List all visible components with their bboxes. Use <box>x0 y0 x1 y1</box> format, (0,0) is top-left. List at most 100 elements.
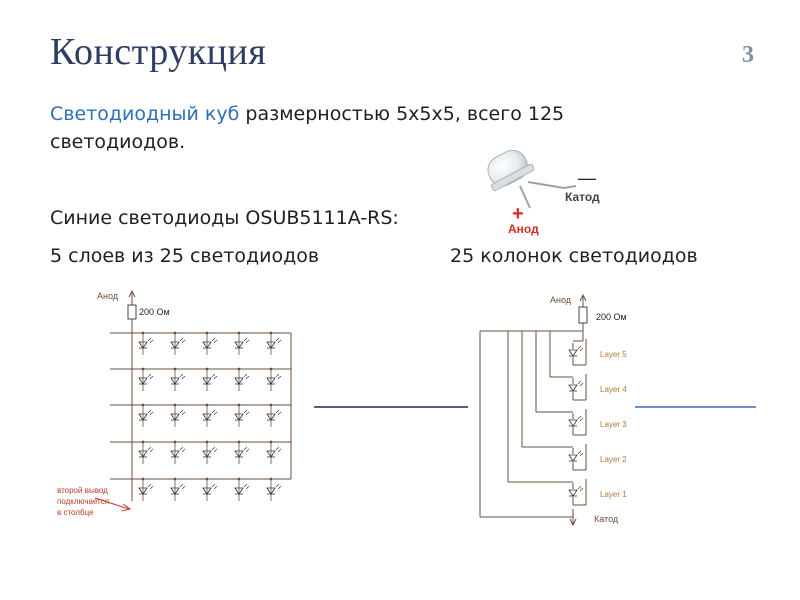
column-schematic: Анод 200 Ом Layer 5 Layer 4 Layer 3 Laye… <box>479 293 627 527</box>
junction-dot <box>269 403 273 407</box>
junction-dot <box>173 403 177 407</box>
diode-ray <box>277 411 282 416</box>
cathode-arrow <box>569 518 577 527</box>
diode-triangle <box>568 454 578 462</box>
diode-ray <box>147 446 152 451</box>
diode-ray <box>577 345 582 350</box>
led-minus-sign: — <box>578 168 596 188</box>
led-symbol <box>202 483 218 495</box>
led-symbol <box>266 446 282 458</box>
diode-ray <box>245 411 250 416</box>
diode-ray <box>211 373 216 378</box>
diode-triangle <box>202 450 212 458</box>
layer-label-5: Layer 5 <box>600 350 627 359</box>
diode-ray <box>245 485 250 490</box>
junction-dot <box>205 367 209 371</box>
left-anode-label: Анод <box>97 291 119 301</box>
diode-ray <box>149 411 154 416</box>
diode-ray <box>179 337 184 342</box>
left-note-line3: в столбце <box>57 508 94 517</box>
diode-triangle <box>266 341 276 349</box>
diode-ray <box>147 483 152 488</box>
led-plus-sign: + <box>512 203 524 225</box>
diode-ray <box>213 411 218 416</box>
diode-ray <box>577 415 582 420</box>
diode-ray <box>149 339 154 344</box>
led-symbol <box>234 483 250 495</box>
junction-dot <box>269 477 273 481</box>
diode-ray <box>243 337 248 342</box>
junction-dot <box>237 331 241 335</box>
cube-link-text: Светодиодный куб <box>50 103 240 125</box>
led-symbol <box>202 337 218 349</box>
left-resistor-label: 200 Ом <box>139 307 170 317</box>
layer-label-4: Layer 4 <box>600 385 627 394</box>
diode-ray <box>277 339 282 344</box>
led-symbol <box>234 446 250 458</box>
led-symbol <box>138 409 154 421</box>
left-note-line2: подключается <box>57 497 109 506</box>
diode-ray <box>213 339 218 344</box>
diode-triangle <box>138 413 148 421</box>
anode-arrow <box>579 293 587 302</box>
led-symbol <box>170 409 186 421</box>
diode-ray <box>277 375 282 380</box>
diode-ray <box>243 409 248 414</box>
column-wiring <box>479 293 588 527</box>
columns-text: 25 колонок светодиодов <box>450 245 698 267</box>
led-cathode-label: Катод <box>565 190 600 204</box>
diode-triangle <box>234 487 244 495</box>
junction-dot <box>205 403 209 407</box>
led-symbol <box>568 485 584 497</box>
led-symbol <box>266 483 282 495</box>
junction-dot <box>237 477 241 481</box>
diode-ray <box>181 485 186 490</box>
diode-ray <box>181 411 186 416</box>
note-arrowhead <box>121 503 132 512</box>
led-symbol <box>266 337 282 349</box>
divider-lines <box>314 406 756 408</box>
led-symbol <box>202 409 218 421</box>
diode-ray <box>147 409 152 414</box>
layers-text: 5 слоев из 25 светодиодов <box>50 245 320 267</box>
led-symbol <box>234 337 250 349</box>
left-note-line1: второй вывод <box>57 486 108 495</box>
diode-ray <box>579 382 584 387</box>
diode-ray <box>245 339 250 344</box>
diode-ray <box>579 347 584 352</box>
diode-ray <box>181 448 186 453</box>
diode-triangle <box>234 341 244 349</box>
diode-ray <box>179 446 184 451</box>
junction-dot <box>237 367 241 371</box>
layer-label-2: Layer 2 <box>600 455 627 464</box>
diode-ray <box>275 446 280 451</box>
led-symbol <box>138 446 154 458</box>
led-symbol <box>170 337 186 349</box>
junction-dot <box>173 477 177 481</box>
diode-triangle <box>202 377 212 385</box>
junction-dot <box>173 440 177 444</box>
diode-ray <box>213 375 218 380</box>
diode-ray <box>277 485 282 490</box>
diode-ray <box>579 417 584 422</box>
diode-ray <box>211 446 216 451</box>
diode-triangle <box>170 487 180 495</box>
diode-ray <box>211 409 216 414</box>
led-symbol <box>266 409 282 421</box>
led-symbol <box>234 373 250 385</box>
led-symbol <box>170 483 186 495</box>
right-resistor-label: 200 Ом <box>596 312 627 322</box>
junction-dot <box>141 477 145 481</box>
junction-dot <box>205 331 209 335</box>
led-illustration: — Катод + Анод <box>487 149 600 236</box>
diode-ray <box>577 485 582 490</box>
layer-label-3: Layer 3 <box>600 420 627 429</box>
diode-ray <box>275 409 280 414</box>
diode-ray <box>579 487 584 492</box>
anode-arrow <box>128 289 136 298</box>
diode-ray <box>243 446 248 451</box>
led-symbol <box>138 483 154 495</box>
led-anode-label: Анод <box>508 222 539 236</box>
junction-dot <box>141 403 145 407</box>
junction-dot <box>205 440 209 444</box>
